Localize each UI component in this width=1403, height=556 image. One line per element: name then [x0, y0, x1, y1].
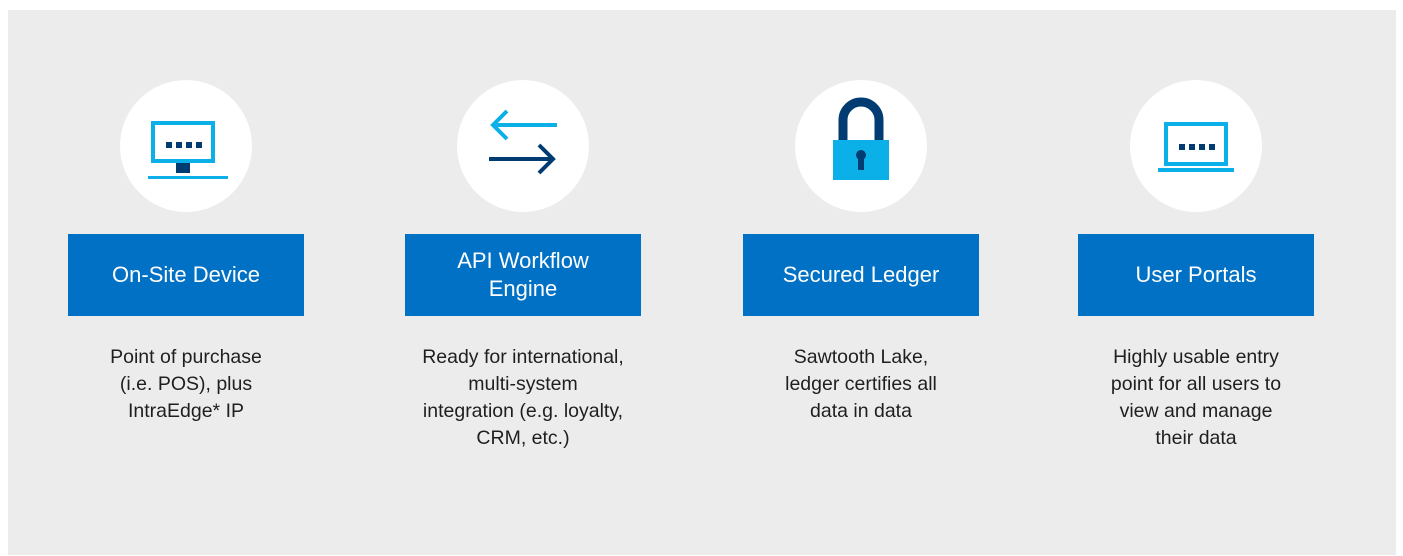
step-description: Point of purchase (i.e. POS), plus Intra…	[110, 346, 262, 422]
step-title: API Workflow Engine	[405, 234, 641, 316]
step-description: Sawtooth Lake, ledger certifies all data…	[785, 346, 937, 422]
step-api-workflow-engine: API Workflow Engine Ready for internatio…	[405, 10, 641, 555]
step-user-portals: User Portals Highly usable entry point f…	[1078, 10, 1314, 555]
step-secured-ledger: Secured Ledger Sawtooth Lake, ledger cer…	[743, 10, 979, 555]
step-title: User Portals	[1078, 234, 1314, 316]
step-description: Highly usable entry point for all users …	[1110, 346, 1282, 449]
step-on-site-device: On-Site Device Point of purchase (i.e. P…	[68, 10, 304, 555]
monitor-icon	[120, 80, 252, 212]
step-title: Secured Ledger	[743, 234, 979, 316]
diagram-panel: On-Site Device Point of purchase (i.e. P…	[8, 10, 1396, 555]
arrows-exchange-icon	[457, 80, 589, 212]
laptop-icon	[1130, 80, 1262, 212]
step-title: On-Site Device	[68, 234, 304, 316]
step-description: Ready for international, multi-system in…	[422, 346, 624, 449]
lock-icon	[795, 80, 927, 212]
